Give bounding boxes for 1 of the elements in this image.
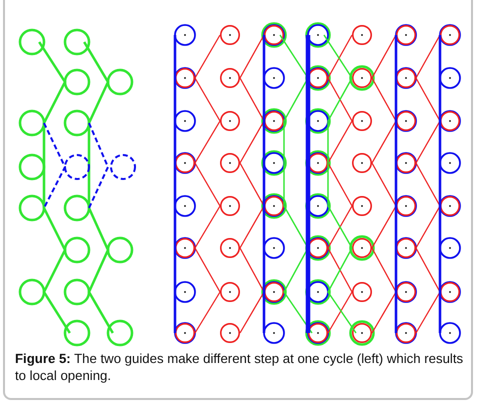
figure-caption: Figure 5: The two guides make different step at one cycle (left) which results to local opening. [15,350,464,384]
